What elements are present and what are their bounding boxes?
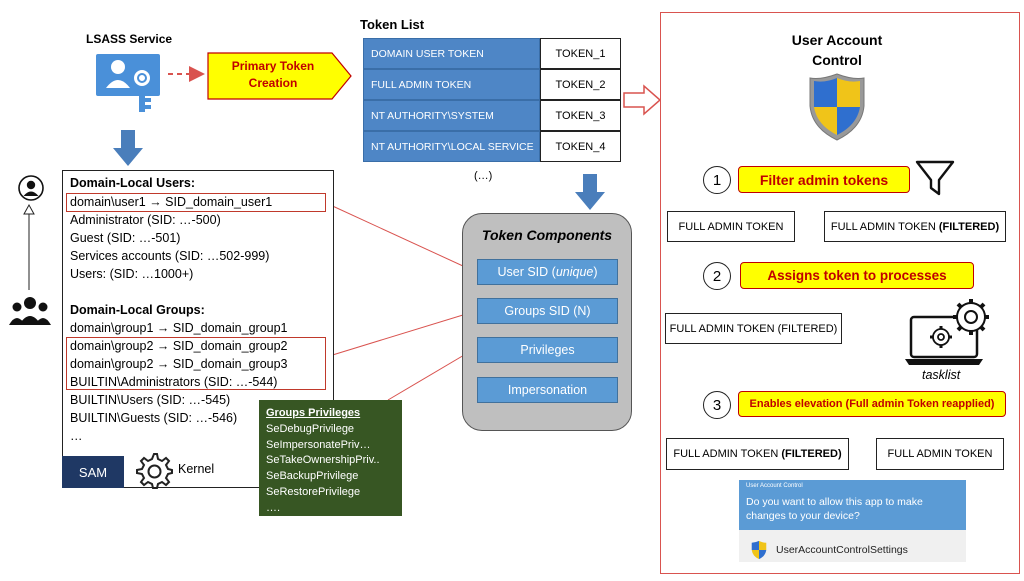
filtered-token-plain: FULL ADMIN TOKEN	[830, 220, 936, 233]
component-groups-sid: Groups SID (N)	[477, 298, 618, 324]
privilege-item: ….	[266, 501, 281, 514]
uac-shield-icon	[809, 73, 865, 141]
sam-user-entry: Users: (SID: …1000+)	[70, 267, 194, 281]
sam-user-entry: Services accounts (SID: …502-999)	[70, 249, 270, 263]
token-id: TOKEN_3	[540, 100, 621, 131]
sam-ellipsis: …	[70, 429, 83, 443]
token-name: FULL ADMIN TOKEN	[363, 69, 540, 100]
token-row: FULL ADMIN TOKEN TOKEN_2	[363, 69, 621, 100]
kernel-label: Kernel	[178, 462, 215, 476]
group-icon	[9, 297, 51, 325]
filter-funnel-icon	[915, 160, 955, 196]
user-sid-unique: unique	[555, 265, 594, 279]
token-list-ellipsis: (…)	[474, 170, 493, 182]
lsass-key-card-icon	[96, 54, 160, 112]
uac-hollow-arrow	[623, 84, 662, 116]
tokenlist-down-arrow	[575, 174, 605, 210]
step-1-source-token: FULL ADMIN TOKEN	[667, 211, 795, 242]
user-icon	[18, 175, 44, 201]
sam-group-entry: BUILTIN\Administrators (SID: …-544)	[70, 375, 278, 389]
sam-group-entry: domain\group1 → SID_domain_group1	[70, 321, 288, 335]
sam-heading-users: Domain-Local Users:	[70, 176, 196, 190]
token-name: NT AUTHORITY\LOCAL SERVICE	[363, 131, 540, 162]
sam-group-entry: domain\group2 → SID_domain_group3	[70, 357, 288, 371]
sid-user-connector	[325, 202, 477, 273]
step-2-label: Assigns token to processes	[740, 262, 974, 289]
step-3-filtered-token: FULL ADMIN TOKEN (FILTERED)	[666, 438, 849, 470]
token-id: TOKEN_2	[540, 69, 621, 100]
token-id: TOKEN_1	[540, 38, 621, 69]
kernel-gear-icon	[136, 453, 173, 489]
sam-heading-groups: Domain-Local Groups:	[70, 303, 205, 317]
privilege-item: SeImpersonatePriv…	[266, 438, 371, 451]
component-user-sid: User SID (unique)	[477, 259, 618, 285]
user-sid-prefix: User SID (	[497, 265, 556, 279]
sam-user-entry: Guest (SID: …-501)	[70, 231, 181, 245]
privilege-item: SeRestorePrivilege	[266, 485, 361, 498]
token-components-title: Token Components	[481, 227, 613, 243]
lsass-down-arrow	[113, 130, 143, 166]
step-3-number: 3	[703, 391, 731, 419]
uac-dialog-caption: User Account Control	[746, 483, 803, 489]
component-impersonation: Impersonation	[477, 377, 618, 403]
primary-token-arrow-shape	[207, 52, 352, 100]
primary-token-creation: Primary Token Creation	[207, 52, 352, 100]
step-1-number: 1	[703, 166, 731, 194]
user-sid-highlight	[66, 193, 326, 212]
token-row: NT AUTHORITY\LOCAL SERVICE TOKEN_4	[363, 131, 621, 162]
sid-group-connector	[325, 309, 477, 358]
groups-privileges-title: Groups Privileges	[266, 407, 361, 419]
privilege-item: SeTakeOwnershipPriv..	[266, 454, 380, 467]
privilege-item: SeBackupPrivilege	[266, 470, 359, 483]
uac-dialog-app-name: UserAccountControlSettings	[776, 544, 908, 556]
component-privileges: Privileges	[477, 337, 618, 363]
privilege-item: SeDebugPrivilege	[266, 422, 355, 435]
token-name: DOMAIN USER TOKEN	[363, 38, 540, 69]
token-list-title: Token List	[360, 17, 425, 32]
group-sid-highlight	[66, 337, 326, 390]
step-2-filtered-token: FULL ADMIN TOKEN (FILTERED)	[665, 313, 842, 344]
step3-token-plain: FULL ADMIN TOKEN	[673, 448, 779, 460]
sam-group-entry: BUILTIN\Users (SID: …-545)	[70, 393, 231, 407]
token-row: NT AUTHORITY\SYSTEM TOKEN_3	[363, 100, 621, 131]
tasklist-caption: tasklist	[922, 368, 961, 382]
step3-token-bold: (FILTERED)	[781, 448, 842, 460]
uac-dialog-shield-icon	[751, 540, 767, 560]
uac-dialog-header: User Account Control Do you want to allo…	[739, 480, 966, 530]
sam-group-entry: domain\group2 → SID_domain_group2	[70, 339, 288, 353]
uac-dialog-question: Do you want to allow this app to make ch…	[746, 496, 923, 522]
sam-user-entry: domain\user1 → SID_domain_user1	[70, 195, 273, 209]
token-name: NT AUTHORITY\SYSTEM	[363, 100, 540, 131]
token-id: TOKEN_4	[540, 131, 621, 162]
groups-privileges-box: Groups Privileges SeDebugPrivilege SeImp…	[259, 400, 402, 516]
sam-user-entry: Administrator (SID: …-500)	[70, 213, 221, 227]
lsass-title: LSASS Service	[86, 32, 173, 46]
step-3-full-token: FULL ADMIN TOKEN	[876, 438, 1004, 470]
tasklist-computer-gears-icon	[905, 299, 989, 365]
user-sid-suffix: )	[593, 265, 598, 279]
uac-title: User Account Control	[791, 32, 883, 68]
step-1-label: Filter admin tokens	[738, 166, 910, 193]
token-row: DOMAIN USER TOKEN TOKEN_1	[363, 38, 621, 69]
sam-label: SAM	[62, 456, 124, 488]
step-2-number: 2	[703, 262, 731, 290]
primary-token-label: Primary Token Creation	[231, 59, 315, 90]
step-3-label: Enables elevation (Full admin Token reap…	[738, 391, 1006, 417]
step-1-filtered-token: FULL ADMIN TOKEN (FILTERED)	[824, 211, 1006, 242]
sam-group-entry: BUILTIN\Guests (SID: …-546)	[70, 411, 238, 425]
filtered-token-bold: (FILTERED)	[938, 220, 1000, 233]
uac-prompt-dialog: User Account Control Do you want to allo…	[739, 480, 966, 562]
